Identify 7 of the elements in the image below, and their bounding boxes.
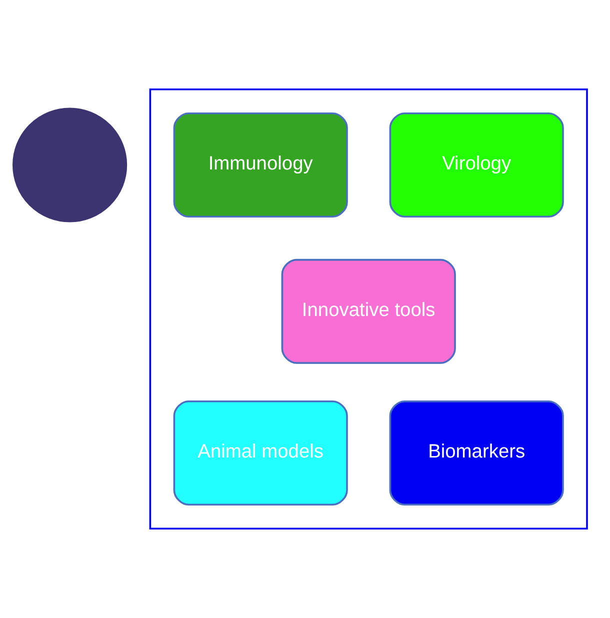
node-box: Innovative tools (281, 258, 456, 364)
node-box: Biomarkers (389, 400, 564, 506)
cluster (149, 88, 588, 530)
node-box: Immunology (173, 112, 348, 218)
node-box: Virology (389, 112, 564, 218)
node-circle (12, 108, 128, 222)
node-box: Animal models (173, 400, 348, 506)
